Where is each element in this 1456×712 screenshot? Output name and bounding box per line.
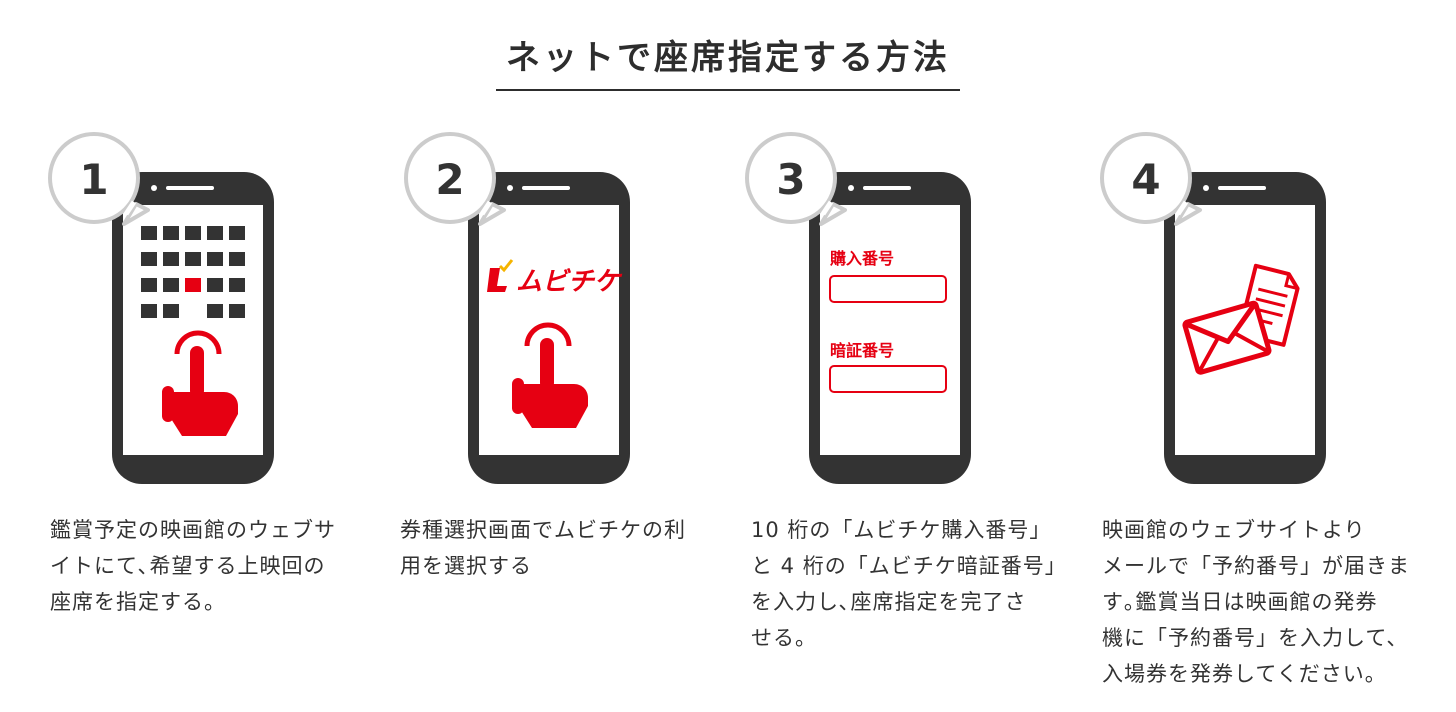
step-number-bubble: 3 (745, 132, 847, 226)
phone-screen (820, 205, 960, 455)
step-number-bubble: 2 (404, 132, 506, 226)
brand-name: ムビチケ (516, 267, 623, 297)
phone-camera (1203, 185, 1209, 191)
step-description: 鑑賞予定の映画館のウェブサ イトにて､希望する上映回の 座席を指定する。 (50, 518, 336, 614)
step-number-bubble: 1 (48, 132, 150, 226)
phone-camera (151, 185, 157, 191)
step-number: 2 (435, 155, 464, 204)
purchase-number-field (829, 275, 947, 303)
seat-map-tap-icon (141, 226, 245, 318)
phone-speaker (1218, 186, 1266, 190)
pin-number-label: 暗証番号 (830, 341, 894, 360)
step-number: 4 (1131, 155, 1160, 204)
step-4: 4 映画館のウェブサイトより メールで「予約番号」が届きま す｡鑑賞当日は映画館… (1096, 0, 1456, 712)
step-number: 1 (79, 155, 108, 204)
phone-illustration: 購入番号 暗証番号 3 (745, 132, 971, 484)
step-number: 3 (776, 155, 805, 204)
phone-speaker (522, 186, 570, 190)
logo-mark-icon (487, 268, 507, 292)
step-description: 10 桁の「ムビチケ購入番号」 と 4 桁の「ムビチケ暗証番号」 を入力し､座席… (751, 518, 1067, 650)
mubichike-logo: ムビチケ (487, 259, 623, 297)
mail-icon (1182, 263, 1300, 375)
page-title: ネットで座席指定する方法 (496, 30, 960, 91)
check-icon (498, 259, 514, 273)
step-1: 1 鑑賞予定の映画館のウェブサ イトにて､希望する上映回の 座席を指定する。 (44, 0, 404, 712)
tap-hand-icon (162, 330, 238, 436)
title-wrapper: ネットで座席指定する方法 (0, 30, 1456, 91)
phone-camera (848, 185, 854, 191)
phone-illustration: 4 (1100, 132, 1326, 484)
tap-hand-icon (512, 322, 588, 428)
step-description: 映画館のウェブサイトより メールで「予約番号」が届きま す｡鑑賞当日は映画館の発… (1102, 518, 1410, 686)
pin-number-field (829, 365, 947, 393)
step-number-bubble: 4 (1100, 132, 1202, 226)
phone-speaker (863, 186, 911, 190)
step-3: 購入番号 暗証番号 3 10 桁の「ムビチケ購入番号」 と 4 桁の「ムビチケ暗… (741, 0, 1101, 712)
envelope-icon (1182, 300, 1272, 375)
phone-illustration: ムビチケ 2 (404, 132, 630, 484)
purchase-number-label: 購入番号 (829, 249, 894, 268)
step-description: 券種選択画面でムビチケの利 用を選択する (400, 518, 686, 578)
phone-camera (507, 185, 513, 191)
phone-speaker (166, 186, 214, 190)
step-2: ムビチケ 2 券種選択画面でムビチケの利 用を選択する (400, 0, 760, 712)
form-icon: 購入番号 暗証番号 (829, 249, 947, 393)
phone-illustration: 1 (48, 132, 274, 484)
